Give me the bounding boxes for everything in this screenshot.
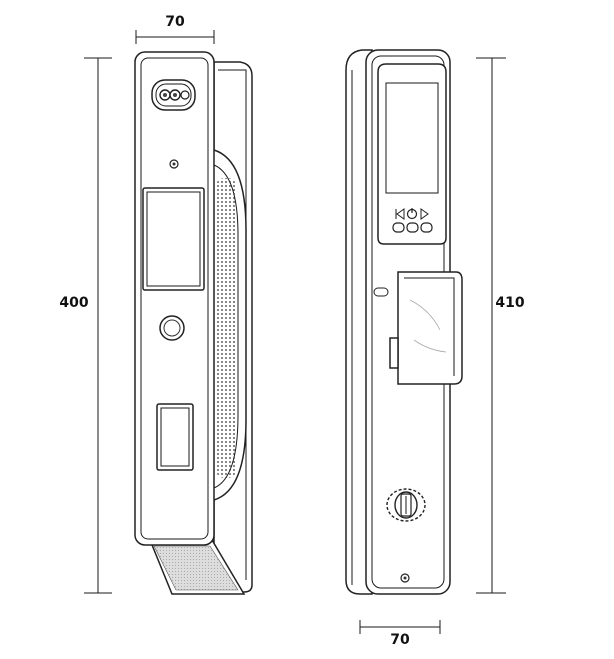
proximity-sensor-icon	[169, 159, 179, 169]
fingerprint-sensor-icon	[159, 315, 185, 341]
front-height-dimension: 400	[59, 57, 112, 594]
left-arrow-icon	[396, 208, 405, 220]
back-width-label: 70	[390, 632, 410, 648]
back-height-label: 410	[495, 295, 524, 311]
back-button-right	[420, 222, 433, 233]
back-screen	[377, 63, 447, 245]
camera-lens-icon	[151, 79, 196, 111]
back-button-left	[392, 222, 405, 233]
front-lower-module	[156, 403, 194, 471]
front-bottom-wedge	[148, 539, 246, 595]
back-screw-icon	[400, 573, 410, 583]
front-keypad-screen	[142, 187, 205, 291]
key-cylinder-icon	[386, 488, 426, 522]
front-handle	[213, 61, 253, 593]
front-width-label: 70	[165, 14, 185, 30]
back-indicator-icon	[373, 287, 389, 297]
front-panel	[134, 51, 215, 546]
back-handle	[389, 271, 463, 385]
right-arrow-icon	[420, 208, 429, 220]
front-width-dimension: 70	[135, 14, 215, 44]
back-button-middle	[406, 222, 419, 233]
back-width-dimension: 70	[359, 620, 441, 648]
back-height-dimension: 410	[476, 57, 525, 594]
front-height-label: 400	[59, 295, 88, 311]
back-controls	[392, 208, 433, 233]
power-icon	[406, 208, 418, 220]
